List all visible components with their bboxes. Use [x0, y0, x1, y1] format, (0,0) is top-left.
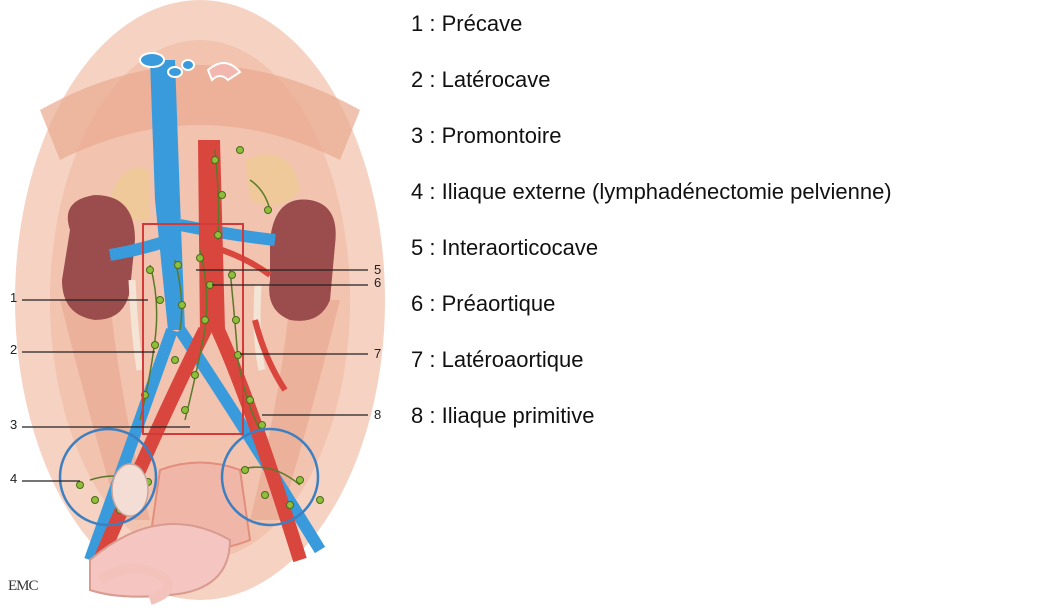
legend-label: Interaorticocave: [442, 235, 599, 260]
legend-label: Latéroaortique: [442, 347, 584, 372]
legend-item-7: 7 : Latéroaortique: [411, 346, 892, 402]
legend-separator: :: [423, 123, 441, 148]
callout-number-3: 3: [10, 418, 17, 431]
legend-separator: :: [423, 291, 441, 316]
legend-item-2: 2 : Latérocave: [411, 66, 892, 122]
kidney-right: [269, 200, 336, 321]
legend-label: Promontoire: [442, 123, 562, 148]
ovary-left: [112, 464, 148, 516]
legend-separator: :: [423, 347, 441, 372]
callout-number-8: 8: [374, 408, 381, 421]
callout-number-7: 7: [374, 347, 381, 360]
emc-logo: EMC: [8, 578, 38, 595]
legend-separator: :: [423, 179, 441, 204]
hepatic-vein-1: [140, 53, 164, 67]
anatomical-illustration: [0, 0, 400, 610]
callout-number-1: 1: [10, 291, 17, 304]
legend-label: Préaortique: [442, 291, 556, 316]
legend-number: 5: [411, 235, 423, 260]
legend-number: 4: [411, 179, 423, 204]
callout-number-2: 2: [10, 343, 17, 356]
callout-number-4: 4: [10, 472, 17, 485]
legend-item-8: 8 : Iliaque primitive: [411, 402, 892, 458]
legend-separator: :: [423, 235, 441, 260]
legend-label: Précave: [442, 11, 523, 36]
legend-number: 3: [411, 123, 423, 148]
callout-number-6: 6: [374, 276, 381, 289]
hepatic-vein-2: [168, 67, 182, 77]
hepatic-vein-3: [182, 60, 194, 70]
legend-separator: :: [423, 403, 441, 428]
legend-label: Latérocave: [442, 67, 551, 92]
legend-number: 6: [411, 291, 423, 316]
legend: 1 : Précave 2 : Latérocave 3 : Promontoi…: [411, 10, 892, 458]
legend-number: 1: [411, 11, 423, 36]
legend-item-5: 5 : Interaorticocave: [411, 234, 892, 290]
legend-item-3: 3 : Promontoire: [411, 122, 892, 178]
legend-number: 2: [411, 67, 423, 92]
legend-item-6: 6 : Préaortique: [411, 290, 892, 346]
legend-separator: :: [423, 11, 441, 36]
legend-label: Iliaque primitive: [442, 403, 595, 428]
legend-number: 7: [411, 347, 423, 372]
legend-label: Iliaque externe (lymphadénectomie pelvie…: [442, 179, 892, 204]
legend-item-1: 1 : Précave: [411, 10, 892, 66]
legend-number: 8: [411, 403, 423, 428]
legend-item-4: 4 : Iliaque externe (lymphadénectomie pe…: [411, 178, 892, 234]
legend-separator: :: [423, 67, 441, 92]
